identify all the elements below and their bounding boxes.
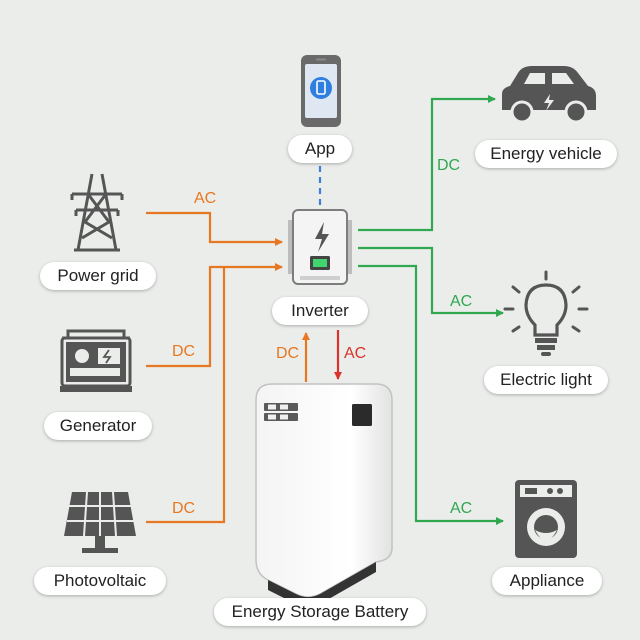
appliance-flow-label: AC	[450, 500, 473, 517]
washing-machine-icon	[515, 480, 577, 558]
grid-to-inverter-line	[146, 211, 283, 246]
battery-cabinet-icon	[255, 383, 393, 607]
battery-discharge-flow-label: AC	[344, 345, 367, 362]
light-flow-label: AC	[450, 293, 473, 310]
inverter-to-light-line	[358, 246, 504, 317]
vehicle-label: Energy vehicle	[475, 140, 617, 168]
generator-to-inverter-line	[146, 263, 283, 368]
inverter-to-vehicle-line	[358, 95, 496, 232]
generator-icon	[60, 329, 132, 392]
appliance-label: Appliance	[492, 567, 602, 595]
inverter-to-appliance-line	[358, 264, 504, 525]
inverter-icon	[288, 209, 352, 285]
battery-charge-flow-label: DC	[276, 345, 300, 362]
pv-to-inverter-line	[146, 267, 226, 524]
power-grid-label: Power grid	[40, 262, 156, 290]
light-label: Electric light	[484, 366, 608, 394]
vehicle-flow-label: DC	[437, 157, 461, 174]
generator-flow-label: DC	[172, 343, 196, 360]
smartphone-icon	[301, 55, 341, 127]
light-bulb-icon	[503, 270, 589, 356]
inverter-label: Inverter	[272, 297, 368, 325]
solar-panel-icon	[64, 491, 136, 553]
generator-label: Generator	[44, 412, 152, 440]
transmission-tower-icon	[70, 173, 124, 252]
battery-label: Energy Storage Battery	[214, 598, 426, 626]
pv-flow-label: DC	[172, 500, 196, 517]
car-icon	[502, 66, 596, 124]
photovoltaic-label: Photovoltaic	[34, 567, 166, 595]
grid-flow-label: AC	[194, 190, 217, 207]
app-label: App	[288, 135, 352, 163]
